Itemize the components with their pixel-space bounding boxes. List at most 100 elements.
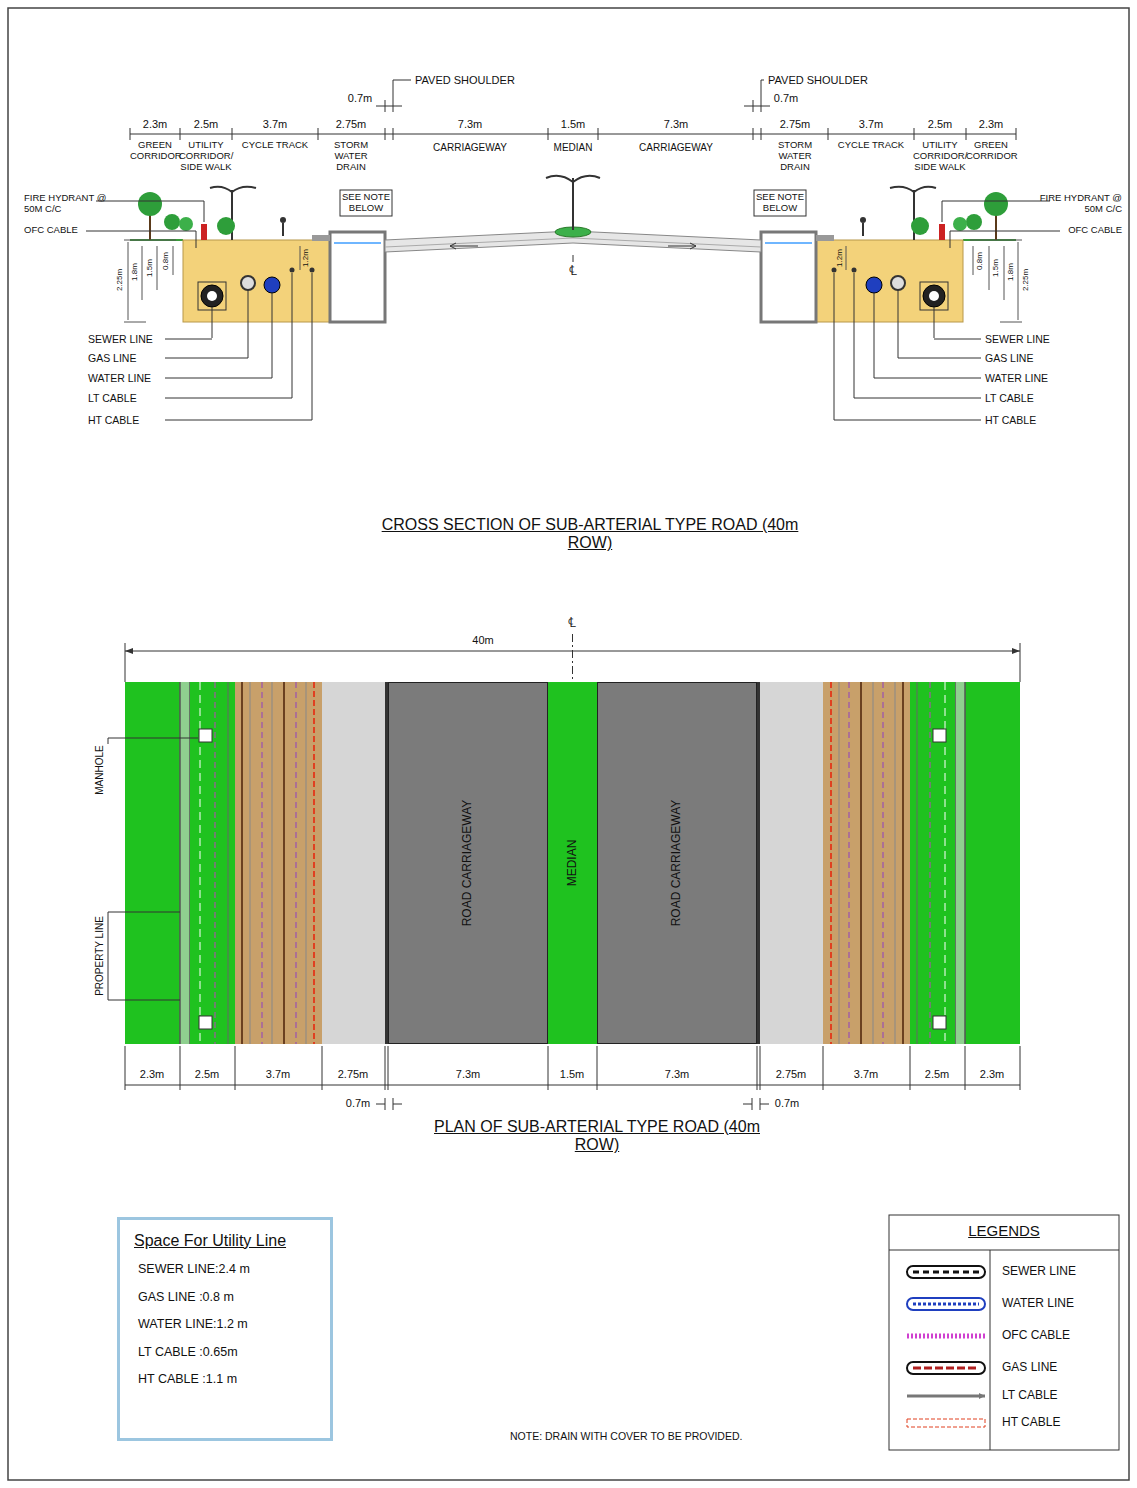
annotation-label: GREEN CORRIDOR [130, 140, 180, 162]
drawing-path [573, 255, 574, 262]
band-label: MEDIAN [566, 840, 580, 887]
drawing-rect [907, 1298, 985, 1310]
drawing-path [125, 1085, 1020, 1086]
annotation-label: 1.2m [302, 249, 310, 267]
annotation-label: PROPERTY LINE [95, 916, 105, 996]
annotation-label: FIRE HYDRANT @ 50M C/C [1032, 193, 1122, 215]
box-heading: Space For Utility Line [134, 1232, 316, 1250]
annotation-label: MANHOLE [95, 745, 105, 794]
annotation-label: 1.5m [561, 118, 585, 131]
drawing-rect [889, 1215, 1119, 1450]
drawing-path [546, 176, 600, 182]
drawing-path [889, 1250, 1119, 1450]
annotation-label: SEE NOTE BELOW [755, 192, 805, 214]
annotation-label: LEGENDS [968, 1222, 1040, 1239]
annotation-label: 0.7m [346, 1097, 370, 1110]
annotation-label: PAVED SHOULDER [415, 74, 515, 87]
band-label: ROAD CARRIAGEWAY [670, 800, 684, 927]
drawing-rect [907, 1266, 985, 1278]
drawing-path [385, 100, 761, 112]
annotation-label: 2.3m [140, 1068, 164, 1081]
annotation-label: UTILITY CORRIDOR/ SIDE WALK [913, 140, 967, 173]
annotation-label: STORM WATER DRAIN [768, 140, 822, 173]
legend-text: LT CABLE [1002, 1389, 1058, 1403]
drawing-rect [340, 190, 392, 216]
annotation-label: 7.3m [665, 1068, 689, 1081]
median-band: MEDIAN [548, 682, 597, 1044]
annotation-label: 0.7m [775, 1097, 799, 1110]
annotation-label: 2.5m [194, 118, 218, 131]
annotation-label: WATER LINE [88, 372, 151, 384]
annotation-label: 0.8m [976, 252, 984, 270]
annotation-label: ℄ [568, 614, 576, 630]
annotation-label: 7.3m [456, 1068, 480, 1081]
legend-text: WATER LINE [1002, 1297, 1074, 1311]
drawing-path [913, 1271, 979, 1274]
annotation-label: SEE NOTE BELOW [341, 192, 391, 214]
annotation-label: 2.25m [1022, 269, 1030, 291]
drawing-rect [754, 190, 806, 216]
annotation-label: 3.7m [263, 118, 287, 131]
annotation-label: PAVED SHOULDER [768, 74, 868, 87]
annotation-label: 2.75m [776, 1068, 807, 1081]
box-row: SEWER LINE:2.4 m [134, 1262, 316, 1276]
drawing-path [907, 1334, 985, 1339]
annotation-label: 1.2m [836, 249, 844, 267]
drawing-path [125, 1046, 1020, 1090]
annotation-label: PLAN OF SUB-ARTERIAL TYPE ROAD (40m ROW) [417, 1118, 777, 1155]
box-row: LT CABLE :0.65m [134, 1345, 316, 1359]
drawing-rect [8, 8, 1129, 1480]
box-row: GAS LINE :0.8 m [134, 1290, 316, 1304]
annotation-label: 0.7m [348, 92, 372, 105]
annotation-label: 2.3m [143, 118, 167, 131]
drawing-path [907, 1395, 985, 1398]
drawing-rect [907, 1419, 985, 1427]
drawing-line [572, 178, 574, 230]
annotation-label: 2.5m [928, 118, 952, 131]
drawing-path [376, 1098, 769, 1110]
utility-space-box: Space For Utility LineSEWER LINE:2.4 m GA… [118, 1218, 332, 1440]
annotation-label: 3.7m [859, 118, 883, 131]
annotation-label: 7.3m [664, 118, 688, 131]
annotation-label: CYCLE TRACK [240, 140, 310, 151]
drawing-path [979, 1393, 985, 1399]
annotation-label: ℄ [569, 262, 577, 278]
annotation-label: 2.5m [925, 1068, 949, 1081]
annotation-label: CARRIAGEWAY [639, 142, 713, 154]
annotation-label: HT CABLE [88, 414, 139, 426]
annotation-label: 2.25m [116, 269, 124, 291]
box-row: WATER LINE:1.2 m [134, 1317, 316, 1331]
annotation-label: UTILITY CORRIDOR/ SIDE WALK [179, 140, 233, 173]
annotation-label: SEWER LINE [88, 333, 153, 345]
legend-text: SEWER LINE [1002, 1265, 1076, 1279]
drawing-path [108, 738, 198, 744]
box-row: HT CABLE :1.1 m [134, 1372, 316, 1386]
annotation-label: 2.5m [195, 1068, 219, 1081]
annotation-label: LT CABLE [88, 392, 137, 404]
annotation-label: 1.5m [560, 1068, 584, 1081]
annotation-label: LT CABLE [985, 392, 1034, 404]
annotation-label: SEWER LINE [985, 333, 1050, 345]
annotation-label: 2.75m [338, 1068, 369, 1081]
drawing-path [450, 243, 696, 249]
drawing-title: CROSS SECTION OF SUB-ARTERIAL TYPE ROAD … [370, 516, 810, 553]
annotation-label: 2.75m [336, 118, 367, 131]
carriageway-band: ROAD CARRIAGEWAY [597, 682, 757, 1044]
drawing-use [761, 187, 1060, 420]
annotation-label: HT CABLE [985, 414, 1036, 426]
annotation-label: 2.75m [780, 118, 811, 131]
annotation-label: MEDIAN [554, 142, 593, 154]
annotation-label: 1.8m [131, 263, 139, 281]
annotation-label: FIRE HYDRANT @ 50M C/C [24, 193, 114, 215]
annotation-label: CARRIAGEWAY [433, 142, 507, 154]
annotation-label: 1.8m [1007, 263, 1015, 281]
drawing-path [385, 238, 761, 247]
legend-text: HT CABLE [1002, 1416, 1060, 1430]
carriageway-band: ROAD CARRIAGEWAY [388, 682, 548, 1044]
drawing-use [86, 187, 385, 420]
drawing-rect [907, 1362, 985, 1374]
annotation-label: 1.5m [992, 259, 1000, 277]
annotation-label: OFC CABLE [24, 225, 78, 236]
annotation-label: 3.7m [266, 1068, 290, 1081]
